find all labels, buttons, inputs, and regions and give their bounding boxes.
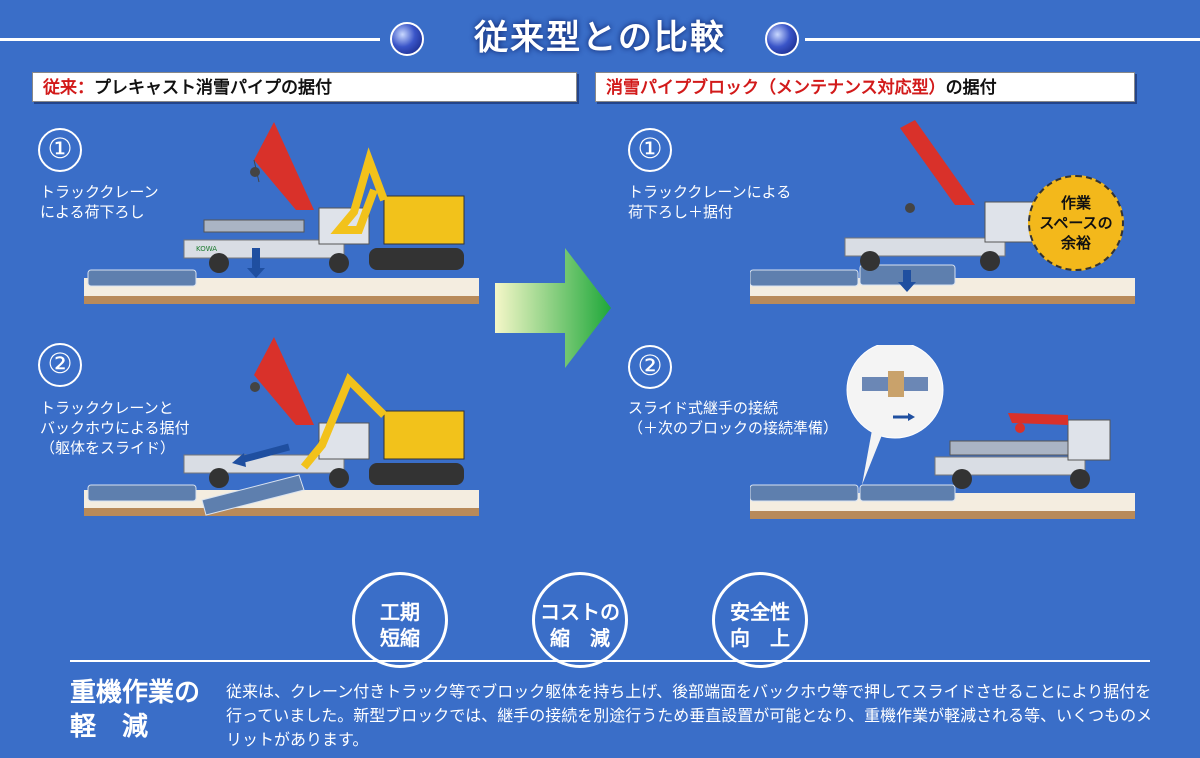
title-orb-right [765,22,799,56]
left-header-prefix: 従来： [43,78,94,98]
title-orb-left [390,22,424,56]
benefit-2-text: コストの 縮 減 [540,600,620,650]
left-step2-text: トラッククレーンと バックホウによる据付 （躯体をスライド） [40,399,190,457]
right-header-prefix: 消雪パイプブロック（メンテナンス対応型） [606,78,946,98]
right-step1-text: トラッククレーンによる 荷下ろし＋据付 [628,183,792,221]
bottom-body: 従来は、クレーン付きトラック等でブロック躯体を持ち上げ、後部端面をバックホウ等で… [226,682,1153,749]
bottom-rule [70,660,1150,662]
workspace-badge-text: 作業 スペースの 余裕 [1039,194,1113,252]
benefit-safety: 安全性 向 上 [712,572,808,668]
transition-arrow [495,248,611,368]
left-step1-text: トラッククレーン による荷下ろし [40,183,159,221]
benefit-cost-reduction: コストの 縮 減 [532,572,628,668]
page-title: 従来型との比較 [474,18,726,58]
truck-logo: KOWA [196,245,217,253]
right-header: 消雪パイプブロック（メンテナンス対応型）の据付 [595,72,1135,102]
left-header-text: プレキャスト消雪パイプの据付 [94,78,332,98]
title-rule-left [0,38,380,41]
right-header-text: の据付 [945,78,997,98]
left-step1-illustration: KOWA [84,122,479,304]
title-rule-right [805,38,1200,41]
right-step2-text: スライド式継手の接続 （＋次のブロックの接続準備） [628,399,839,437]
benefit-3-text: 安全性 向 上 [730,600,790,650]
benefit-1-text: 工期 短縮 [380,600,420,650]
left-step2-number: ② [38,343,82,387]
workspace-badge: 作業 スペースの 余裕 [1028,175,1124,271]
right-step2-illustration [750,345,1135,519]
left-step2-illustration [84,337,479,516]
benefit-period-shortening: 工期 短縮 [352,572,448,668]
bottom-title: 重機作業の 軽 減 [70,678,201,742]
right-step1-number: ① [628,128,672,172]
right-step2-number: ② [628,345,672,389]
left-step1-number: ① [38,128,82,172]
right-step1-illustration [750,120,1135,304]
left-header: 従来：プレキャスト消雪パイプの据付 [32,72,577,102]
